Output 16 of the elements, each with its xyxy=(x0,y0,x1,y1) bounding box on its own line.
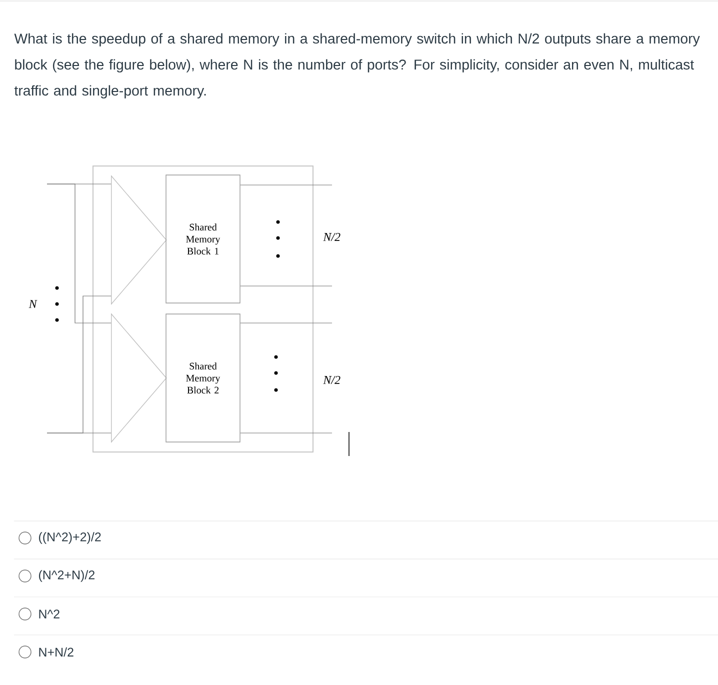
wire xyxy=(240,184,332,186)
wire xyxy=(46,184,112,324)
question-text: What is the speedup of a shared memory in a shared-memory switch in which N/2 outputs share a memory block (see the figure below), where N is the number of ports? For simplicity, consider an even N, multicast traffic and single-port memory. xyxy=(14,33,700,98)
wire xyxy=(240,322,332,324)
port-label: N/2 xyxy=(323,376,340,384)
answer-option: N^2 xyxy=(39,610,60,618)
memory-block: Shared Memory Block 1 xyxy=(166,174,240,304)
port-label: N xyxy=(28,300,38,308)
port-label: N/2 xyxy=(323,232,340,242)
answer-option: ((N^2)+2)/2 xyxy=(38,532,101,544)
memory-block: Shared Memory Block 2 xyxy=(166,314,240,442)
answer-option: (N^2+N)/2 xyxy=(38,570,94,582)
wire xyxy=(46,296,112,434)
answer-option: N+N/2 xyxy=(39,647,74,657)
wire xyxy=(240,432,332,434)
switch-box xyxy=(92,166,314,452)
